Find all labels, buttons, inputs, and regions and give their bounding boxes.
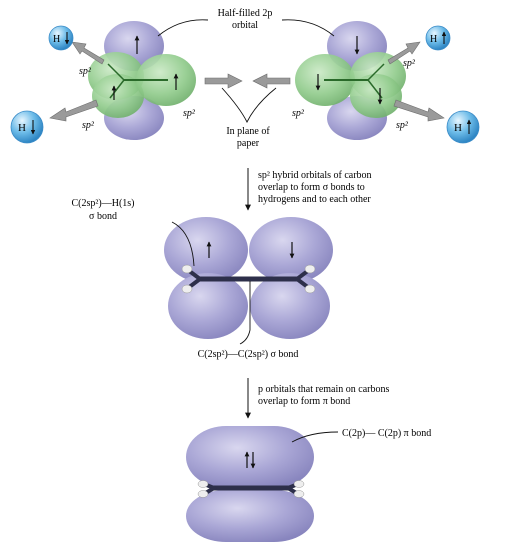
- ch-sigma-label-line2: σ bond: [89, 211, 117, 222]
- hydrogen-label: H: [18, 122, 26, 134]
- sp2-label-right-lower: sp²: [396, 120, 409, 131]
- step1-text-line2: overlap to form σ bonds to: [258, 182, 365, 193]
- p-lobe-lower-left: [168, 273, 248, 339]
- ch-sigma-leader: [171, 221, 195, 267]
- hydrogen-right-lower: H: [446, 110, 480, 144]
- hydrogen-sphere: [446, 110, 480, 144]
- cc-sigma-label: C(2sp²)—C(2sp²) σ bond: [198, 349, 299, 360]
- right-bond-axis-2: [367, 63, 385, 81]
- hydrogen-cap-upper-right: [293, 480, 305, 488]
- sp2-label-right-left: sp²: [292, 108, 305, 119]
- half-filled-leader-left: [157, 19, 209, 37]
- pi-bond-molecule: [186, 426, 314, 542]
- step2-text-line2: overlap to form π bond: [258, 396, 350, 407]
- right-sp2-lobe-lower: [350, 74, 402, 118]
- ch-sigma-label-line1: C(2sp²)—H(1s): [72, 198, 135, 209]
- hydrogen-cap-upper-left: [181, 264, 193, 274]
- left-bond-axis-3: [109, 79, 125, 99]
- hydrogen-label: H: [454, 122, 462, 134]
- pi-lobe-upper: [186, 426, 314, 488]
- pi-bond-leader: [291, 431, 339, 443]
- hydrogen-left-upper: H: [48, 25, 74, 51]
- grey-arrow-left-lower: [49, 99, 99, 122]
- center-grey-arrows: [204, 73, 291, 89]
- sp2-label-left-right: sp²: [183, 108, 196, 119]
- hydrogen-cap-upper-left: [197, 480, 209, 488]
- hydrogen-cap-lower-left: [181, 284, 193, 294]
- hydrogen-left-lower: H: [10, 110, 44, 144]
- grey-arrow-left-upper: [71, 41, 105, 65]
- sp2-label-left-upper: sp²: [79, 66, 92, 77]
- hydrogen-sphere: [10, 110, 44, 144]
- p-lobe-lower-right: [250, 273, 330, 339]
- hydrogen-cap-upper-right: [304, 264, 316, 274]
- hydrogen-label: H: [430, 34, 437, 45]
- half-filled-label-line1: Half-filled 2p: [218, 8, 273, 19]
- left-sp2-lobe-lower: [92, 74, 144, 118]
- step1-text-line3: hydrogens and to each other: [258, 194, 371, 205]
- left-carbon-sp2-group: [88, 21, 196, 140]
- in-plane-label-line2: paper: [237, 138, 260, 149]
- sigma-framework-molecule: [164, 217, 333, 339]
- cc-sigma-leader: [239, 281, 251, 345]
- in-plane-leader: [221, 87, 277, 124]
- step2-text-line1: p orbitals that remain on carbons: [258, 384, 389, 395]
- step1-text-line1: sp² hybrid orbitals of carbon: [258, 170, 372, 181]
- right-grey-arrows: [387, 41, 445, 122]
- in-plane-label-line1: In plane of: [226, 126, 270, 137]
- sp2-label-right-upper: sp²: [403, 58, 416, 69]
- grey-arrow-right-lower: [393, 99, 445, 122]
- half-filled-leader-right: [281, 19, 335, 37]
- hydrogen-cap-lower-right: [293, 490, 305, 498]
- left-bond-axis-2: [107, 63, 125, 81]
- half-filled-label-line2: orbital: [232, 20, 258, 31]
- hydrogen-right-upper: H: [425, 25, 451, 51]
- hydrogen-cap-lower-right: [304, 284, 316, 294]
- pi-lobe-lower: [186, 490, 314, 542]
- grey-arrow-center-right: [204, 73, 243, 89]
- sp2-label-left-lower: sp²: [82, 120, 95, 131]
- hydrogen-cap-lower-left: [197, 490, 209, 498]
- grey-arrow-right-upper: [387, 41, 421, 65]
- hydrogen-label: H: [53, 34, 60, 45]
- grey-arrow-center-left: [252, 73, 291, 89]
- left-grey-arrows: [49, 41, 105, 122]
- right-carbon-sp2-group: [295, 21, 406, 140]
- pi-bond-label: C(2p)— C(2p) π bond: [342, 428, 431, 439]
